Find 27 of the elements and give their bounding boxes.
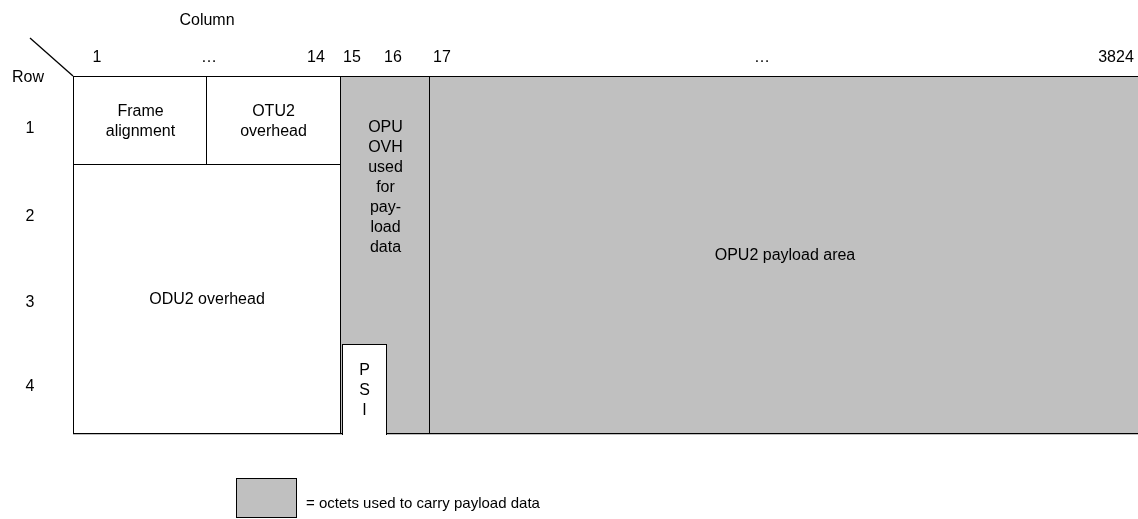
row-number: 4 — [25, 377, 35, 395]
row-number: 1 — [25, 119, 35, 137]
opu-overhead-column — [340, 76, 431, 434]
column-number: 3824 — [1098, 48, 1134, 66]
psi-cell — [342, 344, 387, 435]
column-number: … — [201, 48, 217, 66]
cell-label: ODU2 overhead — [149, 289, 265, 309]
cell-label: OPU OVH used for pay-load data — [367, 117, 404, 257]
cell-label: PSI — [358, 360, 371, 420]
cell-label: Frame alignment — [104, 101, 177, 141]
column-axis-title: Column — [179, 11, 235, 29]
cell-label: OPU2 payload area — [714, 245, 856, 265]
column-number: 14 — [307, 48, 325, 66]
row-number: 2 — [25, 207, 35, 225]
column-number: 15 — [343, 48, 361, 66]
column-number: 1 — [92, 48, 102, 66]
otu2-overhead-cell — [206, 76, 341, 166]
odu2-overhead-area — [73, 164, 341, 434]
column-number: … — [754, 48, 770, 66]
payload-area — [429, 76, 1138, 434]
frame-alignment-cell — [73, 76, 208, 166]
row-axis-title: Row — [12, 68, 44, 86]
cell-label: OTU2 overhead — [239, 101, 308, 141]
legend-text: = octets used to carry payload data — [306, 494, 540, 511]
column-number: 17 — [433, 48, 451, 66]
column-number: 16 — [384, 48, 402, 66]
row-number: 3 — [25, 293, 35, 311]
